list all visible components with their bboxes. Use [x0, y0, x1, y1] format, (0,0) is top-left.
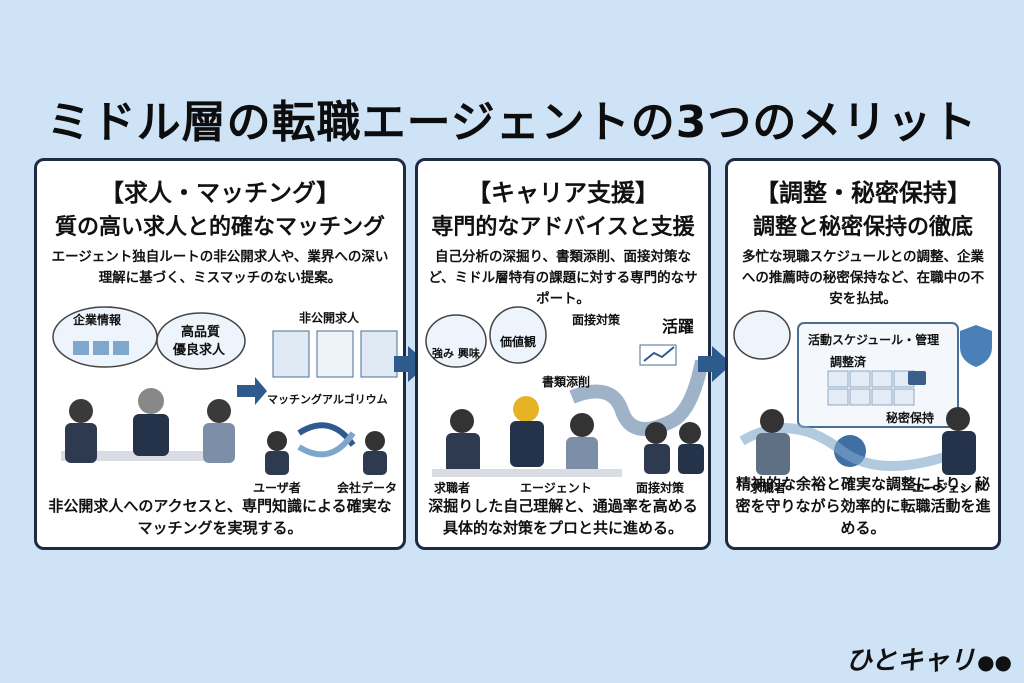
- panel-description: 自己分析の深掘り、書類添削、面接対策など、ミドル層特有の課題に対する専門的なサポ…: [428, 249, 698, 307]
- label-interview-prep-2: 面接対策: [636, 481, 685, 495]
- label-strength: 強み 興味: [432, 347, 480, 360]
- panel-heading: 【求人・マッチング】: [100, 179, 340, 207]
- panel-subheading: 専門的なアドバイスと支援: [431, 215, 695, 240]
- career-illustration: 強み 興味 価値観 面接対策 活躍 書類添削 求職者 エージェント 面接対策: [422, 301, 708, 499]
- label-company-data: 会社データ: [337, 481, 398, 495]
- brand-logo: ひとキャリ●●: [846, 640, 1012, 677]
- label-agent: エージェント: [520, 481, 592, 495]
- label-job-seeker: 求職者: [750, 481, 787, 495]
- label-interview-prep: 面接対策: [572, 313, 621, 327]
- label-job-seeker: 求職者: [434, 481, 471, 495]
- matching-illustration: 企業情報 高品質 優良求人 非公開求人 マッチングアルゴリウム ユーザ者 会社デ…: [41, 301, 399, 499]
- panel-description: 多忙な現職スケジュールとの調整、企業への推薦時の秘密保持など、在職中の不安を払拭…: [741, 249, 985, 307]
- panel-subheading: 質の高い求人と的確なマッチング: [54, 215, 385, 240]
- panel-career-support: 【キャリア支援】 専門的なアドバイスと支援 自己分析の深掘り、書類添削、面接対策…: [415, 158, 711, 550]
- panel-job-matching: 【求人・マッチング】 質の高い求人と的確なマッチング エージェント独自ルートの非…: [34, 158, 406, 550]
- label-good-jobs: 優良求人: [173, 343, 226, 358]
- label-company-info: 企業情報: [73, 313, 122, 327]
- panel-subheading: 調整と秘密保持の徹底: [752, 215, 973, 240]
- confidentiality-illustration: 活動スケジュール・管理 調整済 秘密保持 求職者 エージェント: [732, 301, 994, 499]
- label-success: 活躍: [662, 317, 695, 336]
- page-title: ミドル層の転職エージェントの3つのメリット: [46, 97, 978, 148]
- panel-footer: 精神的な余裕と確実な調整により、秘密を守りながら効率的に転職活動を進める。: [735, 475, 991, 537]
- panel-heading: 【キャリア支援】: [467, 179, 659, 207]
- confidentiality-scene-image: [733, 310, 992, 475]
- panel-footer: 深掘りした自己理解と、通過率を高める具体的な対策をプロと共に進める。: [428, 497, 698, 537]
- people-icon: ●●: [977, 650, 1012, 674]
- label-quality-jobs: 高品質: [181, 325, 221, 340]
- panel-heading: 【調整・秘密保持】: [755, 179, 971, 207]
- label-values: 価値観: [500, 335, 537, 349]
- panel-footer: 非公開求人へのアクセスと、専門知識による確実なマッチングを実現する。: [48, 497, 392, 537]
- label-hidden-jobs: 非公開求人: [299, 311, 360, 325]
- label-user: ユーザ者: [253, 481, 301, 495]
- career-scene-image: [425, 306, 708, 477]
- label-resume-review: 書類添削: [542, 375, 591, 389]
- label-algorithm: マッチングアルゴリウム: [267, 393, 388, 406]
- label-confidentiality: 秘密保持: [886, 411, 935, 425]
- panel-coordination-confidentiality: 【調整・秘密保持】 調整と秘密保持の徹底 多忙な現職スケジュールとの調整、企業へ…: [725, 158, 1001, 550]
- meeting-scene-image: [52, 306, 398, 475]
- label-agent: エージェント: [912, 481, 984, 495]
- label-activity-schedule: 活動スケジュール・管理: [808, 333, 940, 347]
- logo-text: ひとキャリ: [845, 646, 976, 676]
- label-adjusted: 調整済: [830, 355, 867, 369]
- panel-description: エージェント独自ルートの非公開求人や、業界への深い理解に基づく、ミスマッチのない…: [51, 249, 389, 286]
